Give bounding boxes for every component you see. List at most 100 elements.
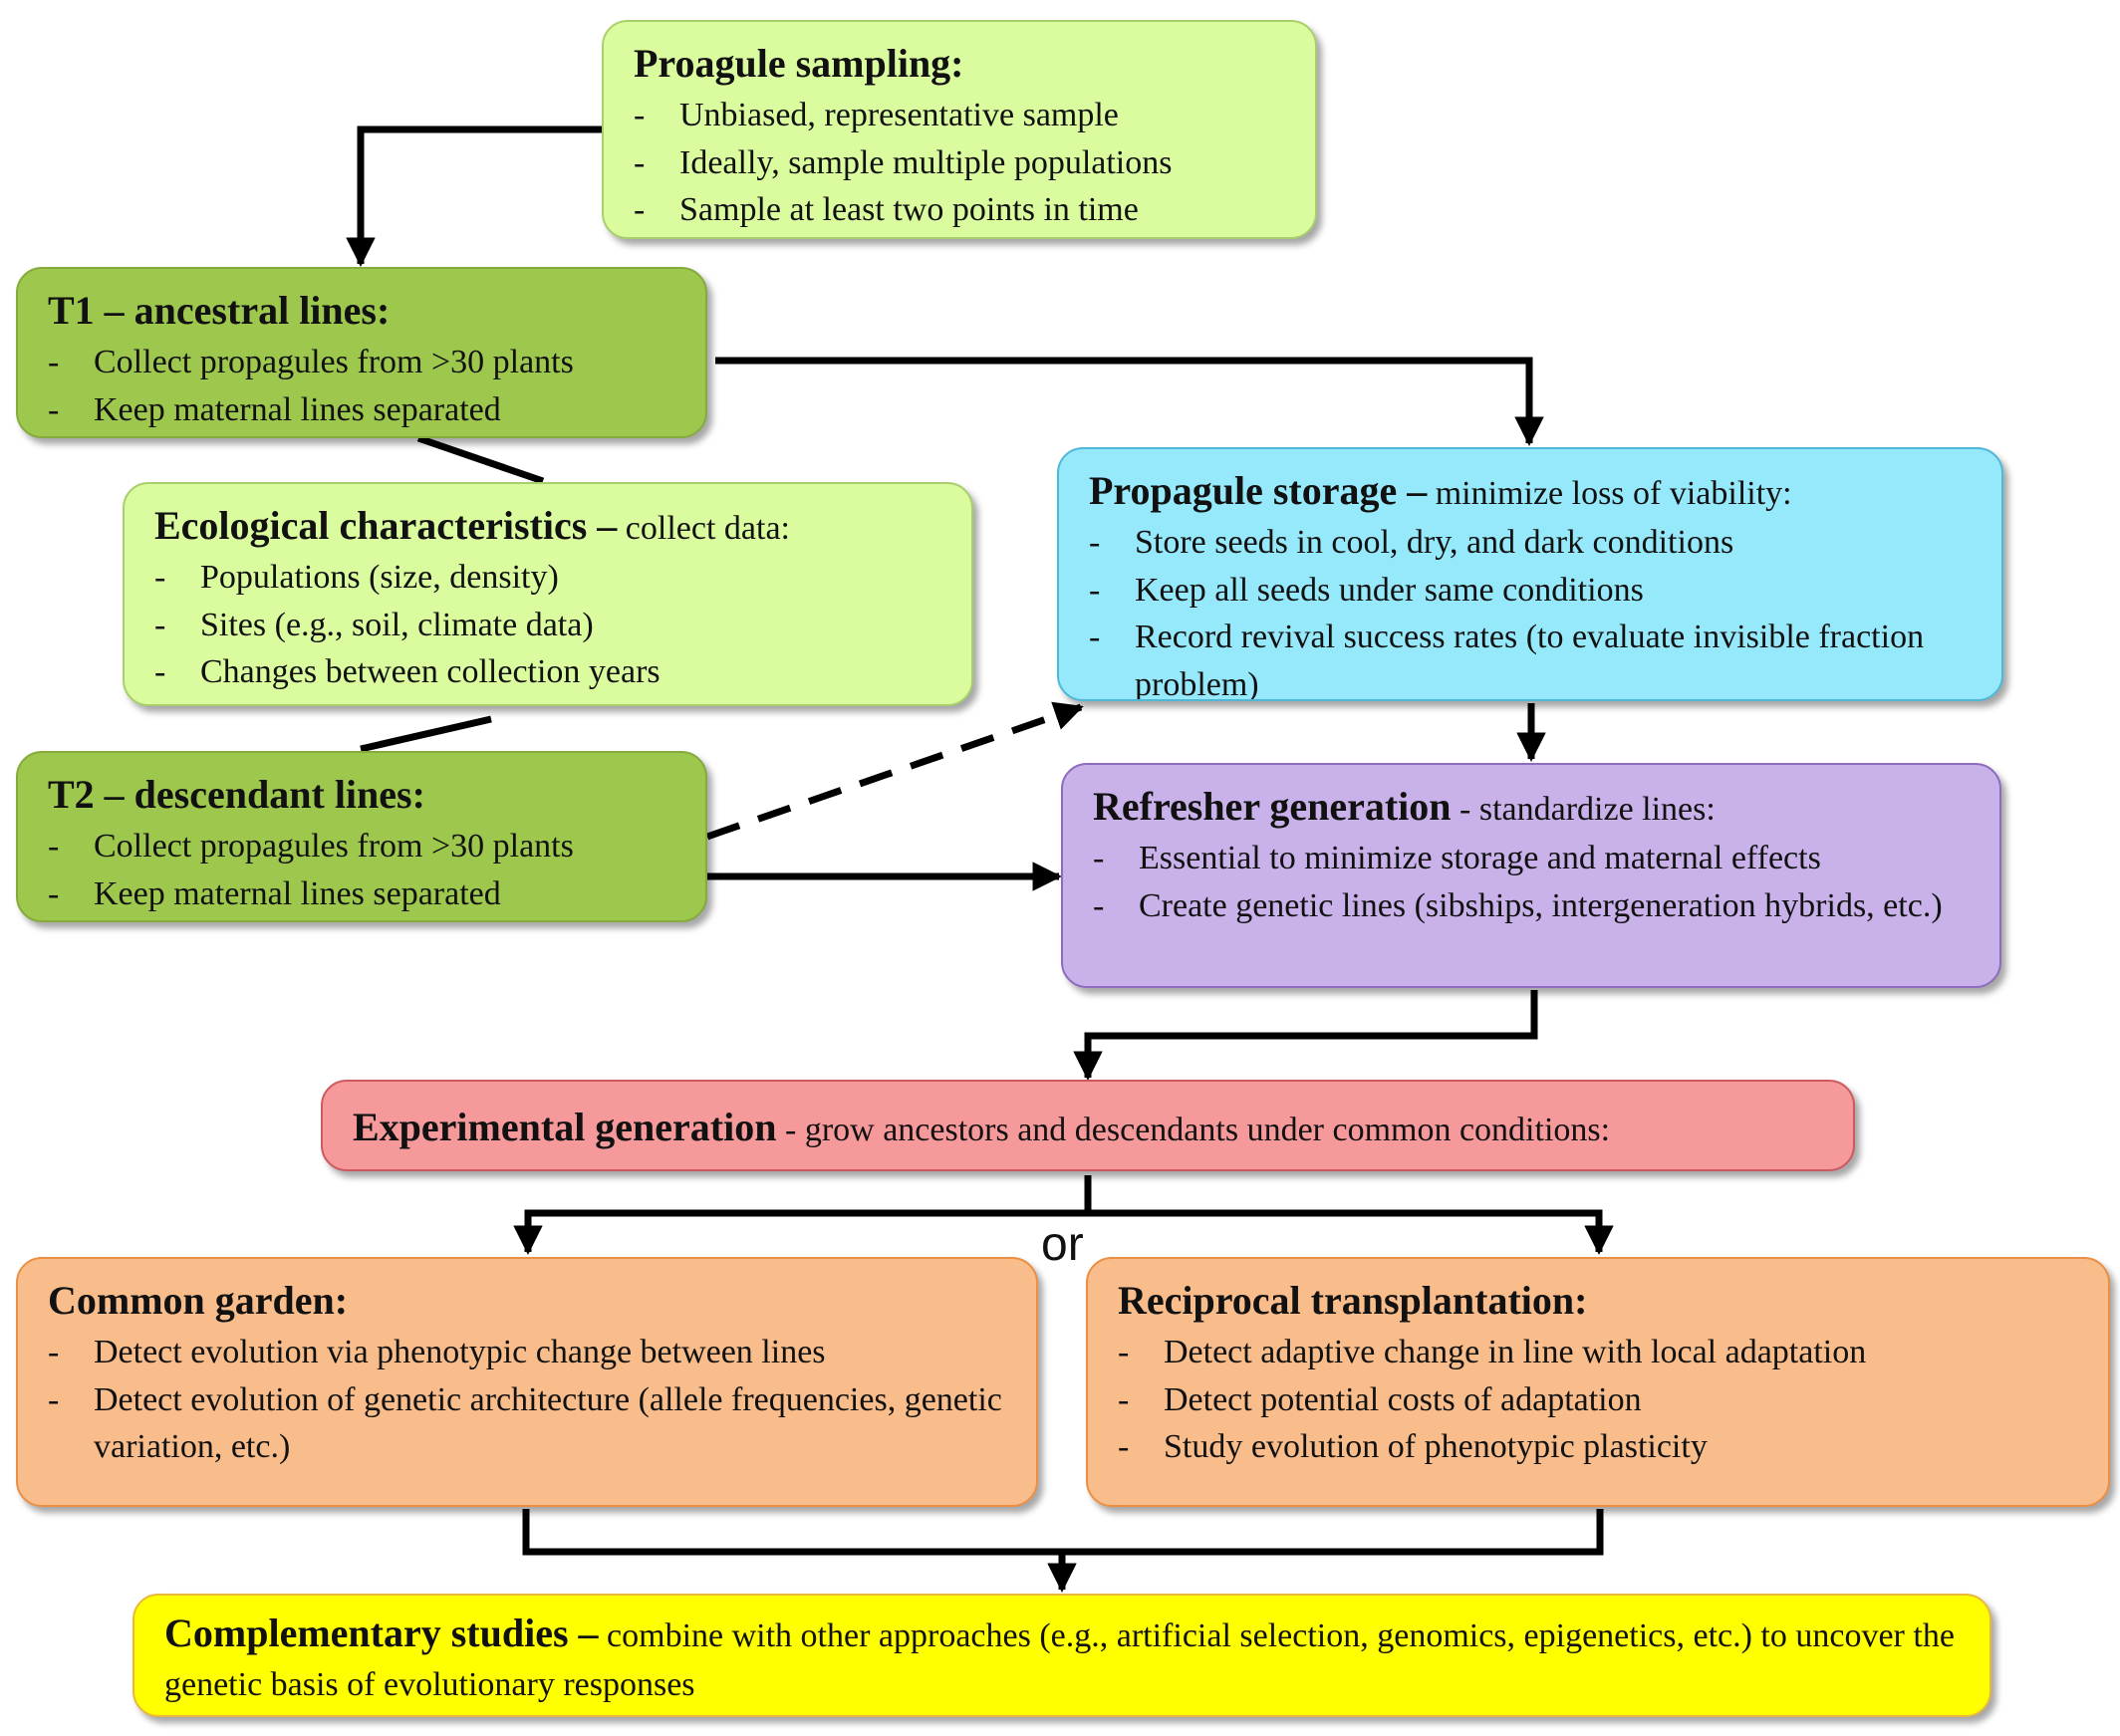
bullet-text: Keep all seeds under same conditions [1135,571,1644,609]
bullet-text: Create genetic lines (sibships, intergen… [1139,886,1943,924]
bullet-text: Collect propagules from >30 plants [94,828,574,865]
storage-bullets: -Store seeds in cool, dry, and dark cond… [1089,519,1972,701]
bullet-item: -Detect evolution via phenotypic change … [48,1329,1006,1376]
bullet-marker: - [634,143,646,181]
bullet-marker: - [48,344,60,380]
bullet-marker: - [48,874,60,912]
arrow-t1-to-storage [715,357,1544,446]
bullet-item: -Changes between collection years [154,648,941,696]
bullet-marker: - [634,191,646,229]
propagule-storage-box: Propagule storage – minimize loss of via… [1057,447,2003,701]
bullet-marker: - [48,390,60,428]
bullet-item: -Create genetic lines (sibships, interge… [1093,882,1970,930]
experimental-title: Experimental generation [353,1105,777,1149]
connector-eco-t2 [360,715,492,753]
bullet-item: -Collect propagules from >30 plants [48,339,675,386]
bullet-marker: - [634,97,646,133]
bullet-item: -Sample at least two points in time [634,186,1285,234]
arrow-t2-to-storage-dashed [705,701,1084,841]
bullet-marker: - [1118,1380,1130,1418]
arrow-to-complementary [522,1509,1604,1590]
bullet-text: Detect evolution of genetic architecture… [94,1380,1002,1466]
bullet-text: Keep maternal lines separated [94,390,501,428]
bullet-item: -Study evolution of phenotypic plasticit… [1118,1423,2078,1471]
ecological-characteristics-box: Ecological characteristics – collect dat… [123,482,973,706]
storage-subtitle: minimize loss of viability: [1435,475,1792,512]
storage-title: Propagule storage – [1089,468,1428,513]
refresher-title: Refresher generation [1093,784,1452,829]
bullet-text: Ideally, sample multiple populations [679,143,1173,181]
t1-title: T1 – ancestral lines: [48,288,391,333]
bullet-item: -Store seeds in cool, dry, and dark cond… [1089,519,1972,567]
experimental-subtitle: - grow ancestors and descendants under c… [785,1112,1611,1148]
bullet-marker: - [1089,619,1101,656]
bullet-item: -Detect evolution of genetic architectur… [48,1376,1006,1471]
bullet-item: -Detect adaptive change in line with loc… [1118,1329,2078,1376]
t1-ancestral-lines-box: T1 – ancestral lines: -Collect propagule… [16,267,707,438]
bullet-text: Changes between collection years [200,653,661,691]
experimental-generation-box: Experimental generation - grow ancestors… [321,1080,1855,1171]
arrow-experimental-to-garden [513,1175,1092,1255]
bullet-item: -Keep all seeds under same conditions [1089,567,1972,615]
bullet-marker: - [1118,1428,1130,1466]
bullet-item: -Collect propagules from >30 plants [48,823,675,870]
bullet-text: Sites (e.g., soil, climate data) [200,606,594,643]
bullet-marker: - [154,606,166,643]
bullet-text: Populations (size, density) [200,559,559,596]
arrow-refresher-to-experimental [1073,990,1538,1081]
bullet-marker: - [1118,1334,1130,1370]
bullet-marker: - [48,828,60,865]
bullet-text: Sample at least two points in time [679,191,1139,229]
bullet-item: -Unbiased, representative sample [634,92,1285,139]
garden-title: Common garden: [48,1278,349,1323]
complementary-studies-box: Complementary studies – combine with oth… [132,1594,1991,1717]
bullet-item: -Populations (size, density) [154,554,941,602]
eco-subtitle: collect data: [625,510,790,547]
bullet-text: Keep maternal lines separated [94,874,501,912]
bullet-marker: - [48,1334,60,1370]
t2-title: T2 – descendant lines: [48,772,425,817]
bullet-text: Detect potential costs of adaptation [1164,1380,1642,1418]
arrow-sampling-to-t1 [346,125,602,267]
bullet-text: Detect adaptive change in line with loca… [1164,1334,1867,1370]
arrow-experimental-to-reciprocal [1088,1209,1614,1255]
bullet-text: Store seeds in cool, dry, and dark condi… [1135,524,1734,561]
complementary-subtitle: combine with other approaches (e.g., art… [164,1617,1955,1703]
bullet-marker: - [1093,840,1105,876]
common-garden-box: Common garden: -Detect evolution via phe… [16,1257,1038,1507]
bullet-item: -Keep maternal lines separated [48,386,675,434]
reciprocal-bullets: -Detect adaptive change in line with loc… [1118,1329,2078,1471]
bullet-item: -Detect potential costs of adaptation [1118,1376,2078,1424]
refresher-generation-box: Refresher generation - standardize lines… [1061,763,2001,988]
bullet-item: -Essential to minimize storage and mater… [1093,835,1970,882]
complementary-title: Complementary studies – [164,1611,599,1655]
refresher-bullets: -Essential to minimize storage and mater… [1093,835,1970,929]
reciprocal-title: Reciprocal transplantation: [1118,1278,1588,1323]
bullet-text: Record revival success rates (to evaluat… [1135,619,1925,701]
bullet-text: Essential to minimize storage and matern… [1139,840,1821,876]
t2-descendant-lines-box: T2 – descendant lines: -Collect propagul… [16,751,707,922]
bullet-marker: - [1089,524,1101,561]
bullet-marker: - [154,559,166,596]
bullet-marker: - [48,1380,60,1418]
bullet-marker: - [154,653,166,691]
bullet-text: Study evolution of phenotypic plasticity [1164,1428,1708,1466]
bullet-marker: - [1089,571,1101,609]
bullet-item: -Record revival success rates (to evalua… [1089,614,1972,701]
bullet-item: -Ideally, sample multiple populations [634,139,1285,187]
or-label: or [1041,1218,1084,1271]
t2-bullets: -Collect propagules from >30 plants-Keep… [48,823,675,917]
bullet-marker: - [1093,886,1105,924]
bullet-text: Detect evolution via phenotypic change b… [94,1334,826,1370]
garden-bullets: -Detect evolution via phenotypic change … [48,1329,1006,1471]
eco-bullets: -Populations (size, density)-Sites (e.g.… [154,554,941,696]
refresher-subtitle: - standardize lines: [1459,791,1716,828]
bullet-item: -Keep maternal lines separated [48,870,675,918]
proagule-sampling-box: Proagule sampling: -Unbiased, representa… [602,20,1317,239]
connector-t1-eco [416,434,545,485]
bullet-text: Collect propagules from >30 plants [94,344,574,380]
reciprocal-transplantation-box: Reciprocal transplantation: -Detect adap… [1086,1257,2110,1507]
bullet-text: Unbiased, representative sample [679,97,1119,133]
proagule-sampling-bullets: -Unbiased, representative sample-Ideally… [634,92,1285,234]
